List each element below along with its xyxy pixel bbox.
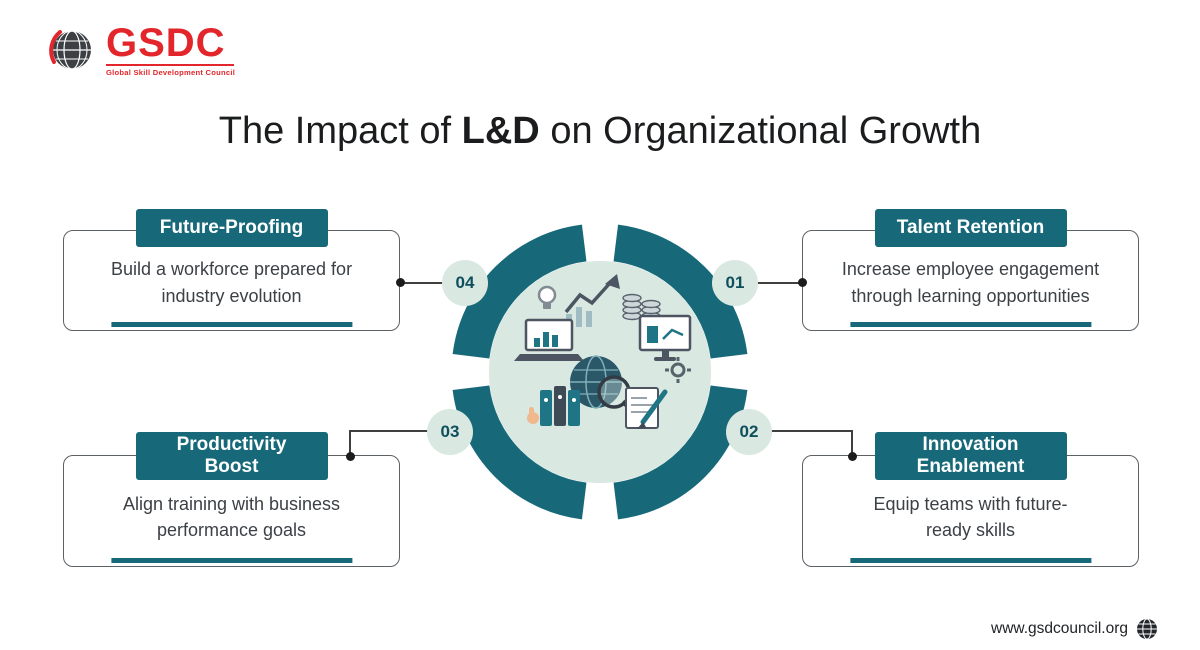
card-productivity-boost: Productivity Boost Align training with b… [63,432,400,567]
badge-02: 02 [726,409,772,455]
footer: www.gsdcouncil.org [991,618,1158,640]
card-body-text: Equip teams with future-ready skills [873,493,1068,540]
connector-line-bottom-right [771,430,853,432]
document-pen-icon [625,387,668,429]
hub-graphic [452,224,748,520]
monitor-chart-icon [638,314,692,361]
card-body-productivity-boost: Align training with business performance… [64,456,399,566]
card-heading-talent-retention: Talent Retention [874,209,1067,247]
card-future-proofing: Future-Proofing Build a workforce prepar… [63,209,400,331]
card-body-text: Build a workforce prepared for industry … [110,259,353,306]
brand-divider [106,64,234,66]
binders-icon [527,386,580,426]
card-underline [849,558,1092,563]
card-underline [849,322,1092,327]
website-url: www.gsdcouncil.org [991,620,1128,637]
connector-stub-bottom-left [349,430,351,457]
card-underline [110,322,353,327]
brand-tagline: Global Skill Development Council [106,68,236,77]
title-highlight: L&D [461,110,540,152]
connector-line-top-right [758,282,803,284]
connector-dot-top-right [798,278,807,287]
connector-dot-top-left [396,278,405,287]
page-title: The Impact of L&D on Organizational Grow… [0,110,1200,153]
card-body-talent-retention: Increase employee engagement through lea… [803,231,1138,330]
brand-logo: GSDC Global Skill Development Council [46,21,236,77]
laptop-chart-icon [514,318,584,361]
central-hub [420,192,780,552]
lightbulb-icon [537,285,557,309]
card-body-future-proofing: Build a workforce prepared for industry … [64,231,399,330]
ring-segments [452,224,748,520]
card-heading-label: Productivity Boost [176,434,287,477]
connector-dot-bottom-right [848,452,857,461]
connector-dot-bottom-left [346,452,355,461]
card-talent-retention: Talent Retention Increase employee engag… [802,209,1139,331]
card-heading-label: Future-Proofing [159,217,304,239]
connector-line-top-left [400,282,443,284]
card-heading-productivity-boost: Productivity Boost [135,432,328,480]
card-heading-future-proofing: Future-Proofing [135,209,328,247]
badge-03: 03 [427,409,473,455]
card-body-text: Increase employee engagement through lea… [841,259,1100,306]
badge-01: 01 [712,260,758,306]
card-heading-innovation-enablement: Innovation Enablement [874,432,1067,480]
brand-text: GSDC Global Skill Development Council [106,21,236,77]
badge-04: 04 [442,260,488,306]
title-post: on Organizational Growth [539,110,982,152]
connector-line-bottom-left [350,430,428,432]
connector-stub-bottom-right [851,430,853,457]
title-pre: The Impact of [218,110,462,152]
globe-icon [1137,618,1157,640]
card-body-text: Align training with business performance… [122,493,341,540]
card-body-innovation-enablement: Equip teams with future-ready skills [803,456,1138,566]
card-underline [110,558,353,563]
card-innovation-enablement: Innovation Enablement Equip teams with f… [802,432,1139,567]
gear-icon [665,357,691,383]
globe-magnifier-icon [570,355,642,420]
card-heading-label: Talent Retention [896,217,1045,239]
gsdc-globe-icon [49,30,91,70]
card-heading-label: Innovation Enablement [916,434,1025,477]
brand-name: GSDC [106,21,226,65]
